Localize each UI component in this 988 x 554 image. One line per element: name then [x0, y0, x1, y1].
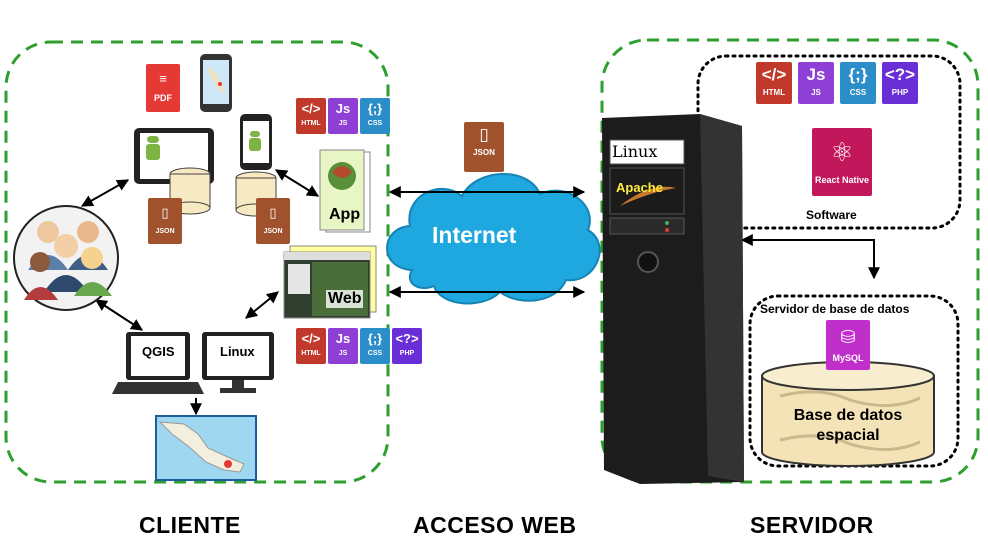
css-glyph: {;} — [367, 331, 383, 346]
css-file-icon: {;} CSS — [360, 98, 390, 134]
mysql-glyph: ⛁ — [840, 327, 856, 347]
web-section-title: ACCESO WEB — [413, 512, 577, 538]
connector-people-tablet — [80, 179, 130, 207]
html-file-icon: </> HTML — [296, 328, 326, 364]
internet-label: Internet — [432, 222, 517, 248]
php-glyph: <?> — [884, 65, 916, 84]
php-glyph: <?> — [395, 331, 419, 346]
server-section-title: SERVIDOR — [750, 512, 874, 538]
tower-apache-label: Apache — [616, 180, 663, 195]
json-glyph: ▯ — [161, 205, 169, 220]
css-caption: CSS — [849, 88, 867, 97]
cloud-icon — [386, 173, 601, 305]
json-file-icon: ▯ JSON — [256, 198, 290, 244]
web-label: Web — [326, 290, 364, 308]
database-server-title: Servidor de base de datos — [760, 302, 910, 316]
app-label: App — [329, 206, 361, 223]
spatial-database-icon — [761, 361, 935, 467]
smartphone-android-icon — [240, 114, 272, 170]
js-caption: JS — [338, 350, 348, 357]
html-glyph: </> — [761, 65, 787, 84]
qgis-label: QGIS — [142, 344, 175, 359]
json-caption: JSON — [473, 148, 495, 157]
pdf-file-icon: ≡ PDF — [146, 64, 180, 112]
js-file-icon: Js JS — [328, 328, 358, 364]
html-caption: HTML — [301, 120, 321, 127]
monitor-icon — [202, 332, 274, 393]
laptop-icon — [112, 332, 204, 394]
html-caption: HTML — [301, 350, 321, 357]
php-file-icon: <?> PHP — [392, 328, 422, 364]
linux-label: Linux — [220, 344, 255, 359]
tower-linux-label: Linux — [612, 142, 658, 161]
react-native-file-icon: ⚛ React Native — [812, 128, 872, 196]
server-group — [600, 38, 980, 484]
js-file-icon: Js JS — [328, 98, 358, 134]
people-group-icon — [13, 205, 119, 311]
php-caption: PHP — [399, 350, 415, 357]
js-caption: JS — [338, 120, 348, 127]
connector-server-db — [740, 234, 880, 280]
react-glyph: ⚛ — [830, 137, 854, 167]
css-caption: CSS — [367, 120, 383, 127]
mysql-caption: MySQL — [832, 353, 864, 363]
json-glyph: ▯ — [479, 125, 489, 144]
js-glyph: Js — [335, 101, 351, 116]
mexico-map-icon — [155, 415, 257, 481]
css-file-icon: {;} CSS — [840, 62, 876, 104]
css-caption: CSS — [367, 350, 383, 357]
css-glyph: {;} — [848, 65, 868, 84]
connector-people-laptop — [94, 299, 144, 331]
software-title: Software — [806, 208, 857, 222]
js-glyph: Js — [806, 65, 826, 84]
css-file-icon: {;} CSS — [360, 328, 390, 364]
pdf-caption: PDF — [154, 93, 172, 103]
server-tower-icon — [602, 114, 744, 484]
css-glyph: {;} — [367, 101, 383, 116]
json-file-icon: ▯ JSON — [148, 198, 182, 244]
spatial-database-label: Base de datos espacial — [793, 407, 903, 444]
react-caption: React Native — [814, 175, 870, 185]
json-glyph: ▯ — [269, 205, 277, 220]
html-caption: HTML — [762, 88, 786, 97]
js-file-icon: Js JS — [798, 62, 834, 104]
json-file-icon: ▯ JSON — [464, 122, 504, 172]
html-glyph: </> — [301, 331, 321, 346]
app-screen-icon — [319, 149, 371, 233]
pdf-glyph: ≡ — [159, 71, 167, 86]
client-group — [4, 40, 390, 484]
connector-phone-app — [274, 169, 320, 197]
js-glyph: Js — [335, 331, 351, 346]
js-caption: JS — [811, 88, 821, 97]
php-file-icon: <?> PHP — [882, 62, 918, 104]
mobile-map-icon — [200, 54, 232, 112]
php-caption: PHP — [891, 88, 909, 97]
software-box — [696, 54, 962, 230]
mysql-file-icon: ⛁ MySQL — [826, 320, 870, 370]
client-section-title: CLIENTE — [139, 512, 241, 538]
html-file-icon: </> HTML — [296, 98, 326, 134]
json-caption: JSON — [155, 228, 175, 235]
connector-linux-web — [245, 291, 279, 319]
html-file-icon: </> HTML — [756, 62, 792, 104]
json-caption: JSON — [263, 228, 283, 235]
html-glyph: </> — [301, 101, 321, 116]
